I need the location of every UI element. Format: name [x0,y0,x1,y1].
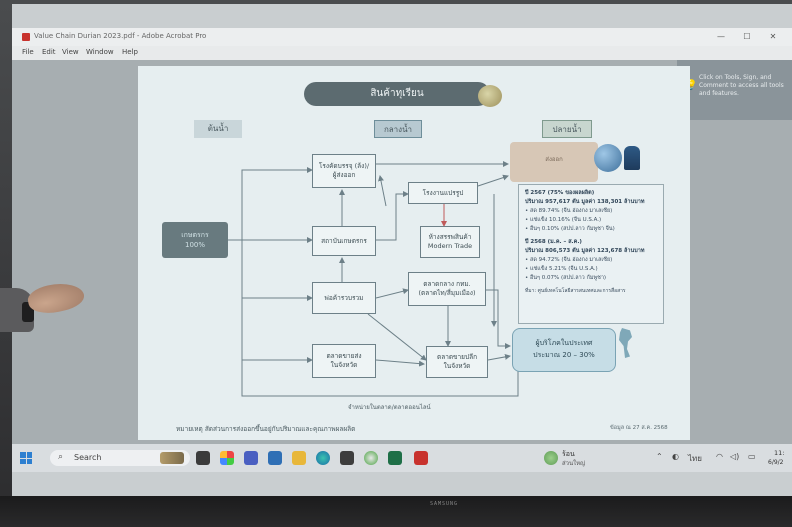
arrow-retail-consumer [487,353,511,361]
menu-help[interactable]: Help [122,48,138,56]
store-icon[interactable] [340,451,354,465]
stage-downstream: ปลายน้ำ [542,120,592,138]
weather-temp: ร้อน [562,450,575,458]
stage-midstream: กลางน้ำ [374,120,422,138]
arrow-wholesale-retail [375,359,425,367]
excel-icon[interactable] [388,451,402,465]
stats-2567-fresh: • สด 89.74% (จีน ฮ่องกง มาเลเซีย) [525,208,613,214]
projector-screen: Value Chain Durian 2023.pdf - Adobe Acro… [12,4,792,496]
close-button[interactable]: ✕ [769,32,777,41]
title-bar: Value Chain Durian 2023.pdf - Adobe Acro… [12,28,792,46]
tools-hint-text: Click on Tools, Sign, and Comment to acc… [699,74,784,97]
producer-share: 100% [184,241,205,249]
search-icon: ⌕ [58,452,64,462]
document-area: 💡 Click on Tools, Sign, and Comment to a… [12,60,792,444]
clock-time[interactable]: 11: [774,449,785,457]
menu-edit[interactable]: Edit [42,48,56,56]
volume-icon[interactable]: ◁) [730,452,740,461]
stats-2568-heading: ปี 2568 (ม.ค. – ส.ค.) [525,239,582,245]
battery-icon[interactable]: ▭ [748,452,756,461]
export-stats-panel: ปี 2567 (75% ของผลผลิต) ปริมาณ 957,617 ต… [518,184,664,324]
language-indicator[interactable]: ไทย [688,454,702,463]
monitor-brand: SAMSUNG [430,501,459,507]
stats-2568-fresh: • สด 94.72% (จีน ฮ่องกง มาเลเซีย) [525,257,613,263]
menu-window[interactable]: Window [86,48,114,56]
footnote: หมายเหตุ สัดส่วนการส่งออกขึ้นอยู่กับปริม… [176,425,356,433]
china-dragon-icon [624,146,640,170]
bottom-flow-label: จำหน่ายในตลาด/ตลาดออนไลน์ [348,404,431,411]
word-icon[interactable] [268,451,282,465]
copilot-tray-icon[interactable]: ◐ [672,452,679,461]
stats-2567-heading: ปี 2567 (75% ของผลผลิต) [525,190,595,196]
box-processing: โรงงานแปรรูป [408,182,478,204]
stats-2567-other: • อื่นๆ 0.10% (สปป.ลาว กัมพูชา จีน) [525,226,615,232]
maximize-button[interactable]: ☐ [743,32,751,41]
stats-2568-other: • อื่นๆ 0.07% (สปป.ลาว กัมพูชา) [525,275,607,281]
arrow-middleman-central [375,288,409,299]
box-modern-trade: ห้างสรรพสินค้า Modern Trade [420,226,480,258]
tools-hint-panel[interactable]: 💡 Click on Tools, Sign, and Comment to a… [677,60,792,120]
arrow-producer-wholesale [241,298,313,363]
edge-icon[interactable] [316,451,330,465]
weather-desc: ส่วนใหญ่ [562,460,586,467]
windows-start-icon[interactable] [20,452,32,464]
flow-arrows [228,161,521,397]
arrow-processing-export [477,174,509,187]
stats-2567-volume: ปริมาณ 957,617 ตัน มูลค่า 138,301 ล้านบา… [525,199,645,205]
producer-label: เกษตรกร [181,231,209,239]
stats-2568-volume: ปริมาณ 806,573 ตัน มูลค่า 123,678 ล้านบา… [525,248,645,254]
lightbulb-icon: 💡 [685,80,698,91]
copilot-icon[interactable] [220,451,234,465]
export-box: ส่งออก [510,142,598,182]
clock-date[interactable]: 6/9/2 [768,459,784,466]
acrobat-app-icon [22,33,30,41]
menu-view[interactable]: View [62,48,79,56]
chrome-icon[interactable] [364,451,378,465]
window-title: Value Chain Durian 2023.pdf - Adobe Acro… [34,32,207,40]
monitor-bezel: SAMSUNG [0,496,792,527]
task-view-icon[interactable] [196,451,210,465]
globe-icon [594,144,622,172]
taskbar: ⌕ Search ร้อน ส่วนใหญ่ ⌃ ◐ ไทย ◠ ◁) ▭ 11… [12,444,792,472]
menu-bar: File Edit View Window Help [12,46,792,60]
producer-box: เกษตรกร 100% [162,222,228,258]
arrow-coop-processing [376,191,409,241]
weather-icon[interactable] [544,451,558,465]
consumer-label: ผู้บริโภคในประเทศ [535,339,593,347]
box-provincial-wholesale: ตลาดขายส่ง ในจังหวัด [312,344,376,378]
arrow-producer-middleman [241,240,313,301]
box-factory-exporter: โรงคัดบรรจุ (ล้ง)/ ผู้ส่งออก [312,154,376,188]
arrow-return-factory [378,175,387,207]
box-middleman: พ่อค้ารวบรวม [312,282,376,314]
consumer-share: ประมาณ 20 – 30% [533,351,595,359]
stats-source: ที่มา: ศูนย์เทคโนโลยีสารสนเทศและการสื่อส… [525,288,626,294]
minimize-button[interactable]: — [717,32,725,41]
arrow-middleman-retail [367,313,427,361]
slide-title: สินค้าทุเรียน [304,82,490,106]
box-cooperative: สถาบันเกษตรกร [312,226,376,256]
durian-icon [478,85,502,107]
pdf-page: สินค้าทุเรียน ต้นน้ำ กลางน้ำ ปลายน้ำ เกษ… [138,66,690,440]
arrow-central-consumer [486,289,511,349]
taskbar-search[interactable]: ⌕ Search [50,450,190,466]
file-explorer-icon[interactable] [292,451,306,465]
arrow-producer-bus [241,167,313,240]
arrow-bottom-loop [241,355,521,397]
search-label: Search [74,453,102,462]
chevron-up-icon[interactable]: ⌃ [656,452,663,461]
stats-2567-frozen: • แช่แข็ง 10.16% (จีน U.S.A.) [525,217,602,223]
stage-upstream: ต้นน้ำ [194,120,242,138]
teams-icon[interactable] [244,451,258,465]
data-date: ข้อมูล ณ 27 ส.ค. 2568 [610,425,668,431]
domestic-consumer-box: ผู้บริโภคในประเทศ ประมาณ 20 – 30% [512,328,616,372]
box-central-market: ตลาดกลาง กทม. (ตลาดไท/สี่มุมเมือง) [408,272,486,306]
menu-file[interactable]: File [22,48,34,56]
box-provincial-retail: ตลาดขายปลีก ในจังหวัด [426,346,488,378]
stats-2568-frozen: • แช่แข็ง 5.21% (จีน U.S.A.) [525,266,598,272]
wifi-icon[interactable]: ◠ [716,452,723,461]
search-highlight-icon [160,452,184,464]
acrobat-taskbar-icon[interactable] [414,451,428,465]
